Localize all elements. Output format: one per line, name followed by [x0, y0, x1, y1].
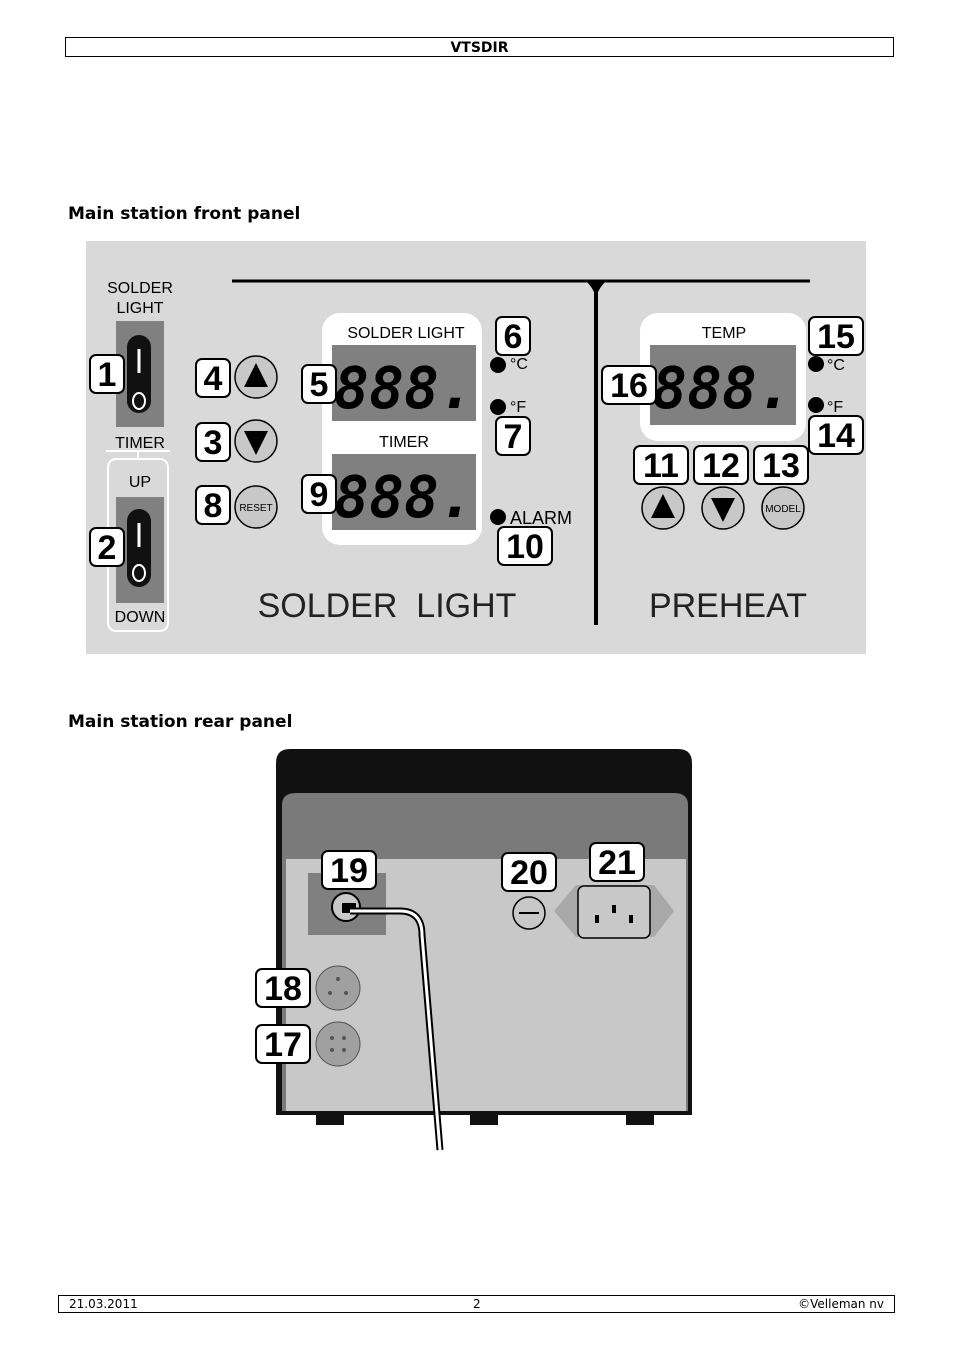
- preheat-celsius-led: [808, 356, 824, 372]
- reset-label: RESET: [239, 503, 272, 514]
- down-label: DOWN: [115, 609, 166, 626]
- footer-copyright: ©Velleman nv: [798, 1297, 884, 1311]
- footer-date: 21.03.2011: [69, 1297, 138, 1311]
- rear-panel-title: Main station rear panel: [68, 712, 293, 732]
- model-button[interactable]: [761, 486, 805, 530]
- temp-readout: 888.: [652, 354, 792, 422]
- preheat-section-label: PREHEAT: [649, 587, 807, 625]
- up-label: UP: [129, 474, 151, 491]
- solder-light-display: [332, 345, 476, 421]
- rear-panel-diagram: 19 20 21 18 17: [255, 749, 692, 1151]
- temp-display-label: TEMP: [702, 325, 746, 342]
- timer-label: TIMER: [115, 435, 165, 452]
- callout-16: 16: [610, 367, 648, 405]
- solder-light-switch[interactable]: [127, 335, 151, 413]
- model-label: MODEL: [765, 504, 801, 515]
- fahrenheit-label: °F: [510, 399, 526, 416]
- callout-15: 15: [817, 318, 855, 356]
- callout-13: 13: [762, 447, 800, 485]
- front-panel-title: Main station front panel: [68, 204, 301, 224]
- preheat-fahrenheit-led: [808, 397, 824, 413]
- reset-button[interactable]: [234, 485, 278, 529]
- front-panel-diagram: SOLDER LIGHT TIMER UP DOWN RESET SOLDER …: [86, 241, 866, 654]
- solder-light-section-label: SOLDER LIGHT: [258, 587, 517, 625]
- solder-switch-label-top: SOLDER: [107, 280, 173, 297]
- timer-display: [332, 454, 476, 530]
- temp-display: [650, 345, 796, 425]
- down-arrow-icon: [711, 498, 735, 522]
- down-arrow-icon: [244, 431, 268, 455]
- callout-6: 6: [504, 318, 523, 356]
- callout-3: 3: [204, 424, 223, 462]
- callout-14: 14: [817, 417, 855, 455]
- alarm-label: ALARM: [510, 508, 572, 528]
- page-footer: 21.03.2011 2 ©Velleman nv: [58, 1295, 895, 1313]
- timer-display-label: TIMER: [379, 434, 429, 451]
- page-header: VTSDIR: [65, 37, 894, 57]
- fahrenheit-led: [490, 399, 506, 415]
- up-arrow-icon: [651, 494, 675, 518]
- callout-17: 17: [264, 1026, 302, 1064]
- connector-18[interactable]: [315, 965, 361, 1011]
- celsius-led: [490, 357, 506, 373]
- solder-switch-label-bottom: LIGHT: [116, 300, 163, 317]
- timer-switch[interactable]: [127, 509, 151, 587]
- callout-11: 11: [643, 447, 679, 485]
- callout-10: 10: [506, 528, 544, 566]
- footer-page-number: 2: [473, 1297, 481, 1311]
- callout-2: 2: [98, 529, 117, 567]
- preheat-fahrenheit-label: °F: [827, 399, 843, 416]
- callout-9: 9: [310, 476, 329, 514]
- callout-8: 8: [204, 487, 223, 525]
- callout-20: 20: [510, 854, 548, 892]
- callout-4: 4: [204, 360, 223, 398]
- up-arrow-icon: [244, 363, 268, 387]
- solder-light-readout: 888.: [334, 354, 474, 422]
- callout-5: 5: [310, 366, 329, 404]
- callout-7: 7: [504, 418, 523, 456]
- preheat-celsius-label: °C: [827, 357, 845, 374]
- celsius-label: °C: [510, 356, 528, 373]
- alarm-led: [490, 509, 506, 525]
- callout-1: 1: [98, 356, 117, 394]
- callout-12: 12: [702, 447, 740, 485]
- callout-18: 18: [264, 970, 302, 1008]
- callout-21: 21: [598, 844, 636, 882]
- connector-17[interactable]: [315, 1021, 361, 1067]
- callout-19: 19: [330, 852, 368, 890]
- timer-readout: 888.: [334, 463, 474, 531]
- solder-light-display-label: SOLDER LIGHT: [347, 325, 465, 342]
